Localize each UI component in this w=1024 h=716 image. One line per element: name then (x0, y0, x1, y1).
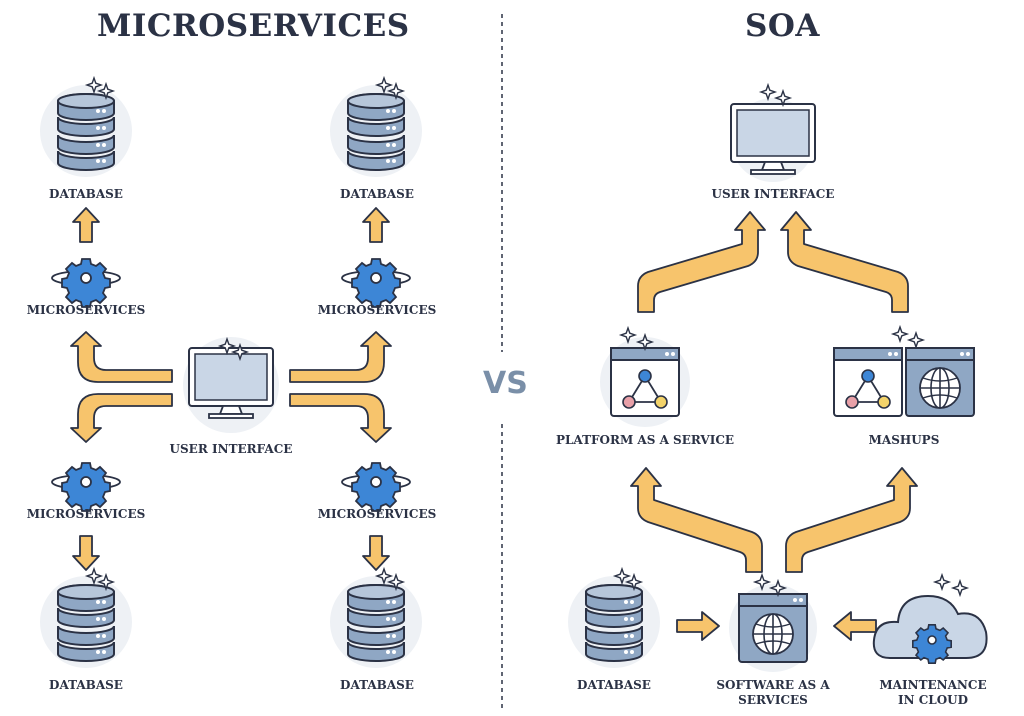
soa-title: SOA (745, 8, 820, 44)
label-platform-as-a-service: PLATFORM AS A SERVICE (555, 433, 735, 447)
label-lower-left-microservices: MICROSERVICES (26, 507, 146, 521)
label-top-left-database: DATABASE (49, 187, 123, 201)
label-user-interface-left: USER INTERFACE (169, 442, 293, 456)
label-maintenance-line1: MAINTENANCE (879, 678, 987, 692)
soa-monitor-icon (730, 84, 816, 182)
right-upper-gear-icon (341, 258, 411, 308)
cloud-gear-icon (872, 574, 988, 665)
software-globe-window-icon (729, 574, 817, 672)
label-soa-user-interface: USER INTERFACE (711, 187, 835, 201)
right-bottom-database-icon (330, 569, 422, 668)
label-bottom-left-database: DATABASE (49, 678, 123, 692)
arrow-software-to-mashups (785, 467, 918, 573)
soa-database-icon (568, 569, 660, 668)
curved-arrow-lower-right (289, 393, 392, 443)
arrow-cloud-to-software (833, 611, 877, 641)
left-bottom-database-icon (40, 569, 132, 668)
curved-arrow-upper-right (289, 331, 392, 383)
left-upper-gear-icon (51, 258, 121, 308)
label-upper-left-microservices: MICROSERVICES (26, 303, 146, 317)
left-lower-gear-icon (51, 462, 121, 512)
arrow-database-to-software (676, 611, 720, 641)
curved-arrow-lower-left (70, 393, 173, 443)
arrow-software-to-platform (630, 467, 763, 573)
right-top-database-icon (330, 78, 422, 177)
right-lower-gear-icon (341, 462, 411, 512)
label-software-line1: SOFTWARE AS A (716, 678, 830, 692)
arrow-down-left-bottom (72, 535, 100, 571)
arrow-down-right-bottom (362, 535, 390, 571)
left-monitor-icon (183, 337, 279, 433)
label-mashups: MASHUPS (868, 433, 940, 447)
vs-label: VS (483, 366, 528, 401)
label-software-line2: SERVICES (738, 693, 808, 707)
label-upper-right-microservices: MICROSERVICES (317, 303, 437, 317)
mashups-windows-icon (833, 326, 975, 417)
arrow-up-right-top (362, 207, 390, 243)
label-top-right-database: DATABASE (340, 187, 414, 201)
label-lower-right-microservices: MICROSERVICES (317, 507, 437, 521)
curved-arrow-upper-left (70, 331, 173, 383)
label-bottom-right-database: DATABASE (340, 678, 414, 692)
label-soa-database: DATABASE (577, 678, 651, 692)
platform-window-icon (600, 327, 690, 427)
arrow-platform-to-ui (637, 211, 766, 313)
arrow-mashups-to-ui (780, 211, 909, 313)
left-top-database-icon (40, 78, 132, 177)
arrow-up-left-top (72, 207, 100, 243)
microservices-title: MICROSERVICES (97, 8, 410, 44)
label-maintenance-line2: IN CLOUD (897, 693, 969, 707)
